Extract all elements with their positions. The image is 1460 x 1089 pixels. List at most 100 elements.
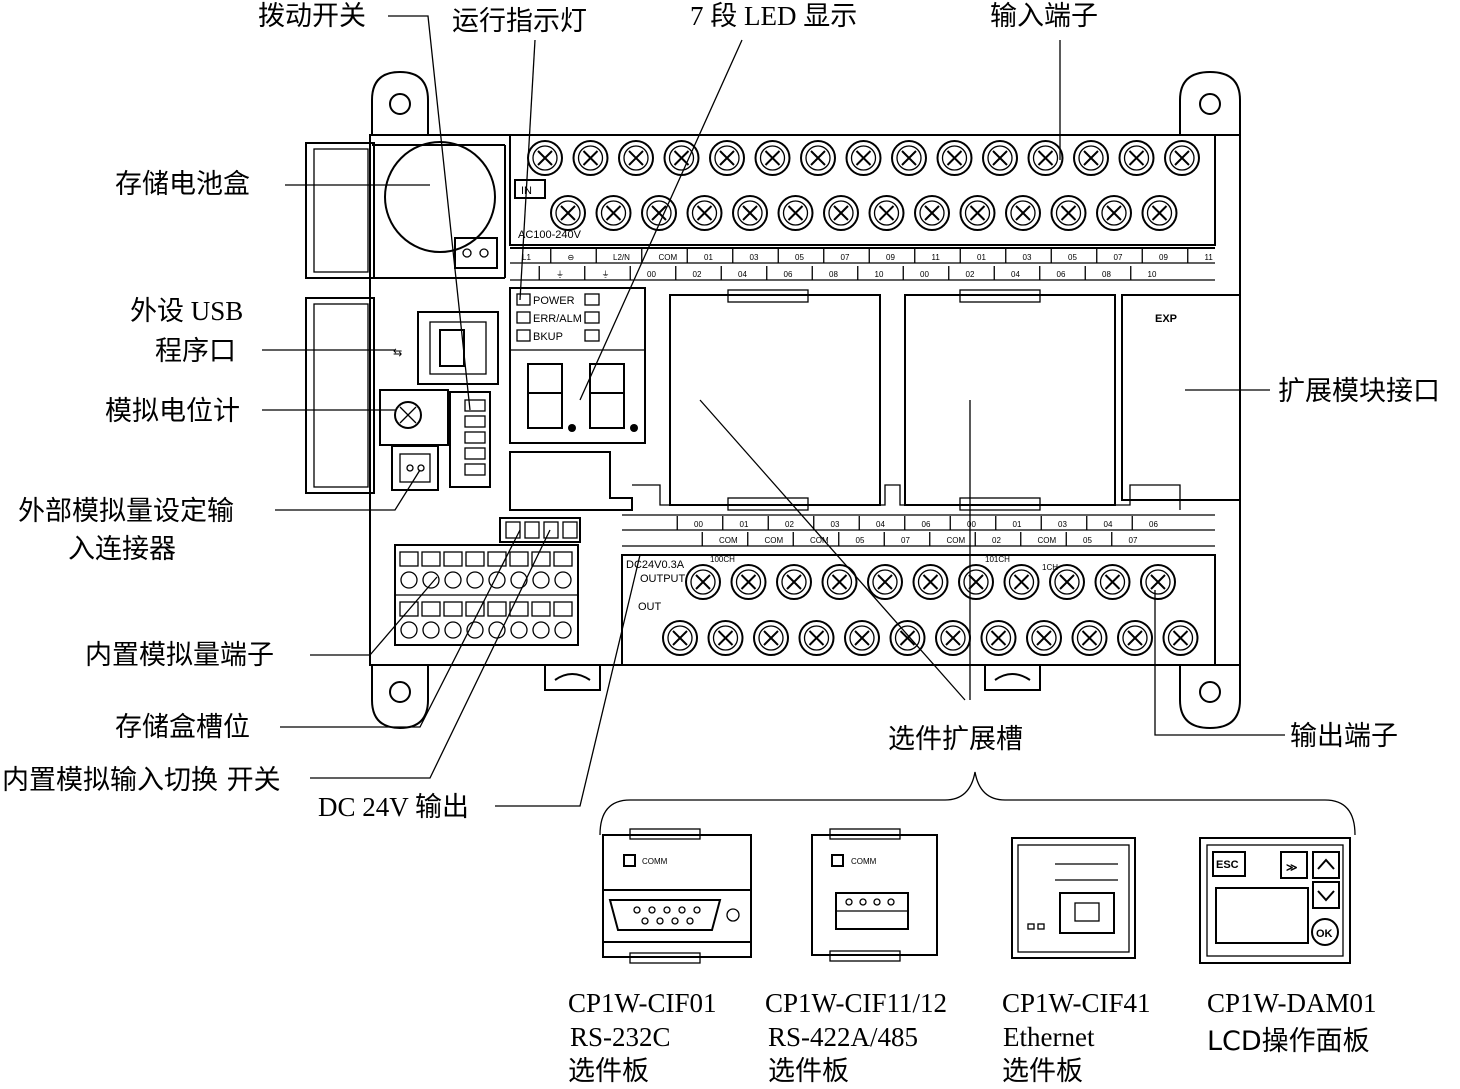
input-screw <box>1073 140 1109 176</box>
cif01-line2: RS-232C <box>570 1022 671 1052</box>
bkup-led-label: BKUP <box>533 331 563 343</box>
input-screw <box>1027 140 1064 176</box>
output-top-label: 00 <box>967 520 976 529</box>
output-screw <box>1162 620 1199 656</box>
output-screw <box>662 620 698 656</box>
output-top-label: 04 <box>1104 520 1113 529</box>
analog-terminal-cell <box>487 601 507 617</box>
label-output-terminal: 输出端子 <box>1290 721 1398 752</box>
label-ext-analog-line2: 入连接器 <box>68 534 176 565</box>
input-screw <box>1005 195 1041 231</box>
analog-terminal-cell <box>465 601 485 617</box>
input-top-label: 03 <box>750 253 759 262</box>
label-battery-box: 存储电池盒 <box>115 169 250 200</box>
input-screw <box>1096 195 1132 231</box>
lcd-esc-button: ESC <box>1216 859 1239 871</box>
output-screw <box>867 564 903 600</box>
cif11-line3: 选件板 <box>768 1056 849 1087</box>
analog-terminal-cell <box>443 601 463 617</box>
analog-terminal-cell <box>509 551 529 567</box>
input-bottom-label: 10 <box>875 270 884 279</box>
output-screw <box>912 564 949 600</box>
output-top-label: 01 <box>740 520 749 529</box>
output-bottom-label: 07 <box>1129 536 1138 545</box>
cif11-comm: COMM <box>851 857 877 866</box>
option-board-cif41 <box>1011 837 1136 959</box>
analog-terminal-cell <box>399 601 419 617</box>
analog-terminal-hole <box>554 571 572 589</box>
output-screw <box>753 620 789 656</box>
input-bottom-label: 06 <box>1057 270 1066 279</box>
analog-terminal-cell <box>553 601 573 617</box>
cif11-model: CP1W-CIF11/12 <box>765 988 947 1018</box>
analog-terminal-cell <box>421 601 441 617</box>
input-screw <box>1164 140 1200 176</box>
input-bottom-label: 02 <box>966 270 975 279</box>
analog-terminal-cell <box>465 551 485 567</box>
analog-terminal-hole <box>400 621 418 639</box>
power-led-label: POWER <box>533 295 575 307</box>
input-top-label: 09 <box>1159 253 1168 262</box>
analog-terminal-hole <box>444 571 462 589</box>
input-top-label: COM <box>659 253 678 262</box>
analog-terminal-hole <box>422 621 440 639</box>
output-screw <box>1140 564 1176 600</box>
input-bottom-label: 06 <box>784 270 793 279</box>
output-screw <box>798 620 835 656</box>
analog-terminal-cell <box>509 601 529 617</box>
input-bottom-label: 00 <box>920 270 929 279</box>
input-bottom-label: 04 <box>738 270 747 279</box>
output-top-label: 06 <box>922 520 931 529</box>
analog-terminal-hole <box>488 571 506 589</box>
analog-terminal-cell <box>443 551 463 567</box>
input-screw <box>936 140 973 176</box>
input-screw <box>595 195 632 231</box>
label-input-terminal: 输入端子 <box>990 1 1098 32</box>
input-screw <box>914 195 950 231</box>
output-screw <box>730 564 767 600</box>
input-screw <box>982 140 1018 176</box>
lcd-forward-icon: ≫ <box>1286 862 1298 874</box>
cif41-line3: 选件板 <box>1002 1056 1083 1087</box>
label-seven-seg: 7 段 LED 显示 <box>690 1 857 31</box>
input-screw <box>845 140 882 176</box>
analog-terminal-hole <box>444 621 462 639</box>
output-bottom-label: 05 <box>856 536 865 545</box>
input-top-label: L2/N <box>613 253 630 262</box>
input-screw <box>686 195 723 231</box>
input-bottom-label: ⏚ <box>556 270 564 279</box>
input-top-label: 01 <box>704 253 713 262</box>
cif01-model: CP1W-CIF01 <box>568 988 717 1018</box>
analog-terminal-hole <box>510 571 528 589</box>
input-screw <box>572 140 609 176</box>
output-screw <box>1094 564 1131 600</box>
input-screw <box>618 140 654 176</box>
label-analog-switch: 内置模拟输入切换 开关 <box>2 765 281 796</box>
ch101-tag: 101CH <box>985 555 1010 564</box>
analog-terminal-hole <box>554 621 572 639</box>
cif41-line2: Ethernet <box>1003 1022 1095 1052</box>
input-bottom-label: 02 <box>693 270 702 279</box>
input-bottom-label: 08 <box>829 270 838 279</box>
analog-terminal-hole <box>400 571 418 589</box>
option-board-cif01: COMM <box>602 828 752 964</box>
ac-voltage-tag: AC100-240V <box>518 229 582 241</box>
option-boards: COMM COMM <box>602 828 1351 964</box>
output-top-label: 04 <box>876 520 885 529</box>
output-bottom-label: 05 <box>1083 536 1092 545</box>
input-screw-row <box>527 140 1200 231</box>
analog-terminal-cell <box>399 551 419 567</box>
analog-terminal-cell <box>553 551 573 567</box>
callout-labels: 拨动开关 运行指示灯 7 段 LED 显示 输入端子 存储电池盒 外设 USB … <box>2 1 1440 822</box>
output-screw <box>1003 564 1040 600</box>
output-screw <box>1026 620 1062 656</box>
label-ext-analog-line1: 外部模拟量设定输 <box>18 496 234 527</box>
output-top-label: 06 <box>1149 520 1158 529</box>
output-screw <box>844 620 880 656</box>
output-top-label: 03 <box>1058 520 1067 529</box>
output-bottom-label: COM <box>719 536 738 545</box>
input-screw <box>1118 140 1155 176</box>
dc24-tag: DC24V0.3A <box>626 559 685 571</box>
option-board-dam01: ESC ≫ OK <box>1199 837 1351 964</box>
analog-terminal-cell <box>531 601 551 617</box>
